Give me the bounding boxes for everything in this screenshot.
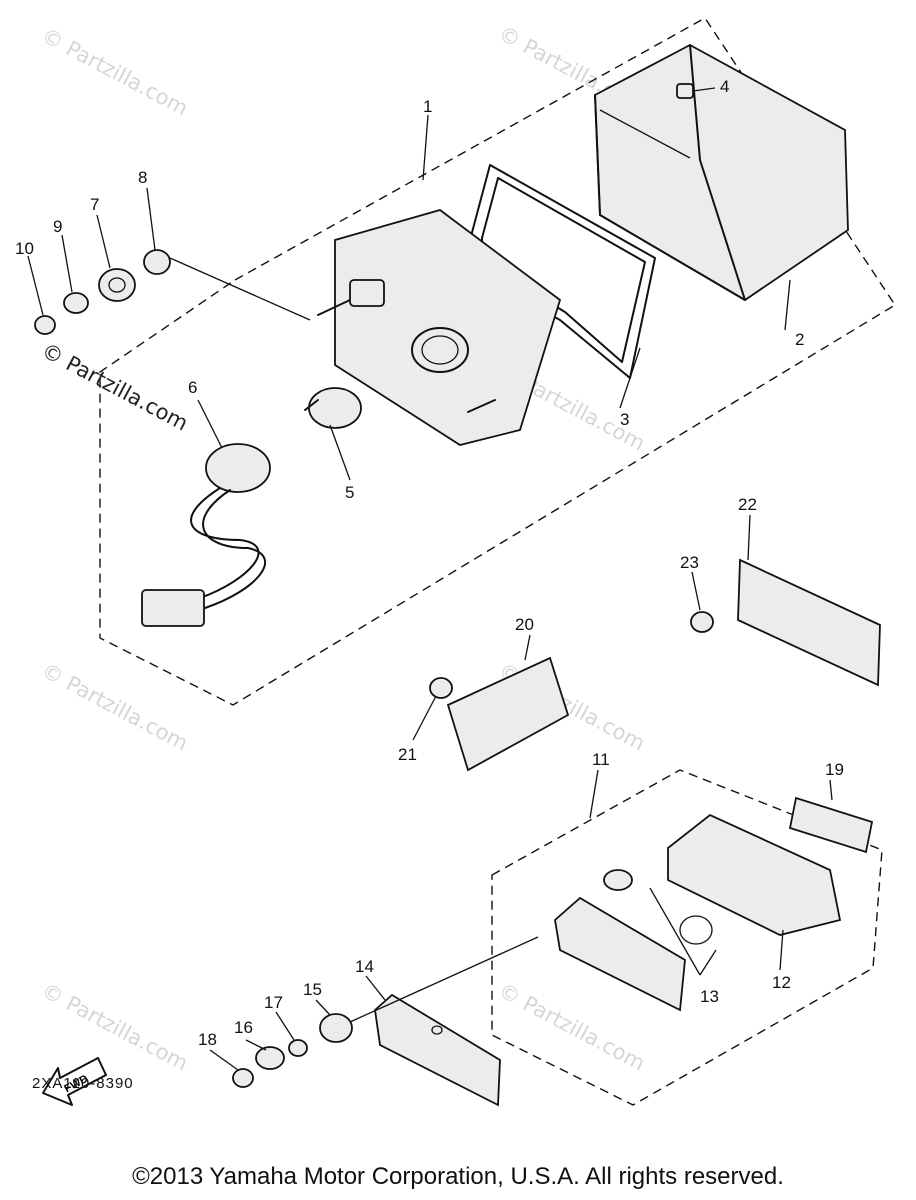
callout-11: 11 [592,750,610,769]
part-22-reflector [737,558,881,687]
callout-9: 9 [53,217,62,236]
part-14-plate [374,993,501,1107]
callout-7: 7 [90,195,99,214]
part-10-nut [34,315,56,335]
watermark: © Partzilla.com [38,23,192,120]
callout-1: 1 [423,97,432,116]
callout-10: 10 [15,239,34,258]
callout-23: 23 [680,553,699,572]
callout-13: 13 [700,987,719,1006]
part-13-bracket [554,896,686,1012]
callout-15: 15 [303,980,322,999]
part-20-reflector [446,656,570,772]
part-4-nut [676,83,694,99]
part-1-housing [317,209,562,446]
callout-5: 5 [345,483,354,502]
callout-20: 20 [515,615,534,634]
assembly-1-boundary [99,17,896,706]
part-2-tail-lens [594,43,849,302]
callout-22: 22 [738,495,757,514]
part-18-nut [232,1068,254,1088]
part-7-grommet [98,268,136,302]
fastener-line [349,936,539,1023]
callout-17: 17 [264,993,283,1012]
assembly-11-boundary [491,769,883,1106]
diagram-code: 2XA110-8390 [32,1075,134,1092]
part-19-label [788,796,874,854]
callout-labels: 1 2 3 4 5 6 7 8 9 10 11 12 13 14 15 16 1… [15,77,844,1049]
callout-18: 18 [198,1030,217,1049]
callout-leaders [27,87,833,1071]
part-15-collar [319,1013,353,1043]
part-17-bushing [288,1039,308,1057]
callout-2: 2 [795,330,804,349]
part-23-nut [690,611,714,633]
callout-4: 4 [720,77,729,96]
callout-12: 12 [772,973,791,992]
part-9-washer [63,292,89,314]
callout-19: 19 [825,760,844,779]
part-6-socket-wiring [141,443,271,627]
part-5-bulb [304,387,362,429]
watermark-dark: © Partzilla.com [38,338,192,435]
callout-8: 8 [138,168,147,187]
fastener-line [169,257,311,321]
callout-21: 21 [398,745,417,764]
part-21-nut [429,677,453,699]
watermark: © Partzilla.com [495,978,649,1075]
copyright-notice: ©2013 Yamaha Motor Corporation, U.S.A. A… [132,1163,784,1190]
callout-3: 3 [620,410,629,429]
part-8-collar [143,249,171,275]
callout-6: 6 [188,378,197,397]
callout-14: 14 [355,957,374,976]
part-12-license-lamp [667,813,842,936]
part-16-washer [255,1046,285,1070]
part-13-bulb [603,869,633,891]
callout-16: 16 [234,1018,253,1037]
watermark: © Partzilla.com [38,978,192,1075]
